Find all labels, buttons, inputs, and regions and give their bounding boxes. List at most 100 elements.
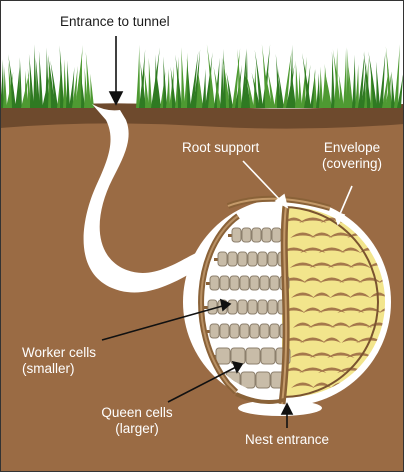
envelope-swirl [319, 277, 345, 283]
comb-cell [237, 299, 248, 315]
grass-blade [226, 71, 233, 108]
grass-blade [295, 60, 299, 108]
comb-cell [260, 347, 276, 365]
chamber-floor [238, 400, 322, 416]
grass-blade [66, 60, 70, 108]
comb-cell [267, 251, 278, 267]
envelope-swirl [309, 352, 334, 358]
grass-blade [363, 52, 371, 108]
envelope-swirl [328, 232, 353, 238]
grass-right [136, 44, 404, 108]
comb-cell [267, 299, 278, 315]
grass-blade [232, 48, 241, 108]
arrowhead-worker-cells [219, 298, 232, 312]
grass-blade [175, 54, 182, 108]
grass-blade [302, 53, 311, 108]
grass-blade [140, 61, 146, 108]
comb-cell [247, 251, 258, 267]
grass-blade [313, 69, 317, 108]
arrow-queen-cells [167, 365, 239, 403]
grass-blade [38, 50, 43, 108]
arrow-envelope [339, 185, 353, 215]
comb-cell [259, 275, 270, 291]
comb-cell [239, 323, 250, 339]
grass-blade [338, 73, 344, 108]
label-nest-entrance: Nest entrance [245, 432, 330, 447]
grass-blade [213, 66, 221, 108]
grass-blade [47, 54, 55, 108]
comb-cell [231, 227, 242, 243]
grass-blade [263, 66, 272, 108]
arrow-worker-cells [101, 304, 227, 341]
grass-blade [75, 44, 83, 108]
envelope-swirl [346, 352, 374, 358]
grass-blade [27, 68, 31, 108]
comb-cell [257, 299, 268, 315]
grass-blade [237, 48, 242, 108]
envelope-swirl [378, 307, 385, 313]
grass-blade [275, 53, 281, 108]
grass-blade [181, 47, 185, 108]
label-root-support: Root support [182, 140, 260, 155]
grass-blade [78, 51, 82, 108]
grass-blade [84, 67, 88, 108]
comb-cell [247, 299, 258, 315]
nest-entrance-opening [235, 392, 285, 404]
grass-blade [394, 44, 400, 108]
comb-cell [215, 347, 231, 365]
grass-blade [80, 73, 85, 108]
envelope-swirl [322, 337, 341, 343]
grass-blade [391, 71, 395, 108]
comb-cell [229, 275, 240, 291]
arrowhead-root-support [274, 193, 289, 209]
comb-cell [269, 323, 280, 339]
grass-blade [202, 68, 206, 108]
envelope-swirl [339, 277, 363, 283]
comb-cell [255, 371, 271, 389]
arrow-root-support [242, 160, 283, 203]
grass-blade [33, 44, 37, 108]
comb-cell [219, 275, 230, 291]
envelope-swirl [337, 307, 365, 313]
envelope-swirl [299, 367, 327, 373]
comb-cell [239, 275, 250, 291]
envelope-swirl [298, 217, 327, 223]
envelope-swirl [312, 382, 332, 388]
grass-blade [15, 66, 20, 108]
grass-blade [206, 44, 215, 108]
grass-blade [148, 57, 152, 108]
label-envelope-line2: (covering) [321, 156, 383, 171]
grass-blade [355, 64, 359, 108]
envelope-swirl [289, 262, 316, 268]
envelope-swirl [341, 337, 361, 343]
envelope-swirl [283, 217, 305, 223]
annotation-arrows [101, 36, 353, 428]
grass-blade [251, 72, 260, 108]
grass-blade [319, 66, 323, 108]
grass-blade [90, 73, 94, 108]
grass-blade [375, 61, 380, 108]
envelope-swirl [308, 322, 336, 328]
grass-blade [18, 57, 22, 108]
grass-blade [385, 46, 392, 108]
comb-cell [271, 227, 282, 243]
comb-cell [207, 299, 218, 315]
comb-cell [241, 227, 252, 243]
grass-blade [331, 51, 335, 108]
label-worker-line2: (smaller) [22, 361, 75, 376]
grass-blade [136, 44, 140, 108]
grass-blade [144, 68, 149, 108]
envelope-swirl [292, 322, 313, 328]
label-worker-line1: Worker cells [22, 345, 97, 360]
comb-cell [209, 323, 220, 339]
grass-blade [166, 68, 170, 108]
arrowhead-nest-entrance [280, 402, 294, 415]
label-worker-cells: Worker cells (smaller) [22, 345, 96, 377]
grass-blade [301, 56, 307, 108]
grass-blade [45, 47, 49, 108]
comb-cell [249, 323, 260, 339]
comb-cell [259, 323, 270, 339]
envelope-swirl [303, 277, 323, 283]
label-queen-line1: Queen cells [101, 405, 173, 420]
